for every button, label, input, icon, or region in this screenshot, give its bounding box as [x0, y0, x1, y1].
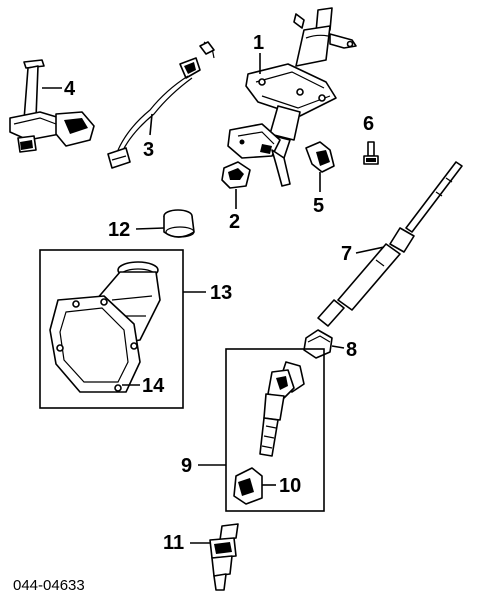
callout-11: 11: [163, 532, 184, 554]
bracket-clip-icon: [305, 141, 335, 173]
leader-8: [331, 345, 345, 349]
joint-group-box: [225, 348, 325, 512]
column-clamp-icon: [221, 161, 251, 189]
callout-1: 1: [253, 32, 264, 54]
callout-5: 5: [313, 195, 324, 217]
cover-group-box: [39, 249, 184, 409]
callout-2: 2: [229, 211, 240, 233]
callout-3: 3: [143, 139, 154, 161]
callout-10: 10: [279, 475, 301, 497]
callout-14: 14: [142, 375, 165, 397]
callout-13: 13: [210, 282, 232, 304]
shaft-bushing-icon: [303, 329, 333, 359]
steering-column-assembly-icon: [227, 7, 357, 187]
callout-7: 7: [341, 243, 352, 265]
wire-harness-icon: [107, 41, 215, 169]
diagram-id: 044-04633: [13, 577, 85, 594]
lower-yoke-icon: [209, 523, 239, 591]
callout-6: 6: [363, 113, 374, 135]
cover-gasket-icon: [49, 295, 141, 393]
ignition-lock-cylinder-icon: [9, 59, 95, 153]
universal-joint-icon: [259, 361, 305, 457]
column-cover-boot-icon: [95, 261, 161, 347]
callout-12: 12: [108, 219, 130, 241]
callout-4: 4: [64, 78, 76, 100]
leader-7: [355, 246, 385, 254]
bolt-icon: [363, 141, 379, 165]
intermediate-shaft-icon: [317, 161, 463, 327]
grommet-icon: [163, 209, 195, 238]
leader-12: [135, 227, 165, 230]
leader-3: [149, 113, 153, 136]
callout-8: 8: [346, 339, 357, 361]
joint-boot-icon: [233, 467, 263, 505]
callout-9: 9: [181, 455, 192, 477]
